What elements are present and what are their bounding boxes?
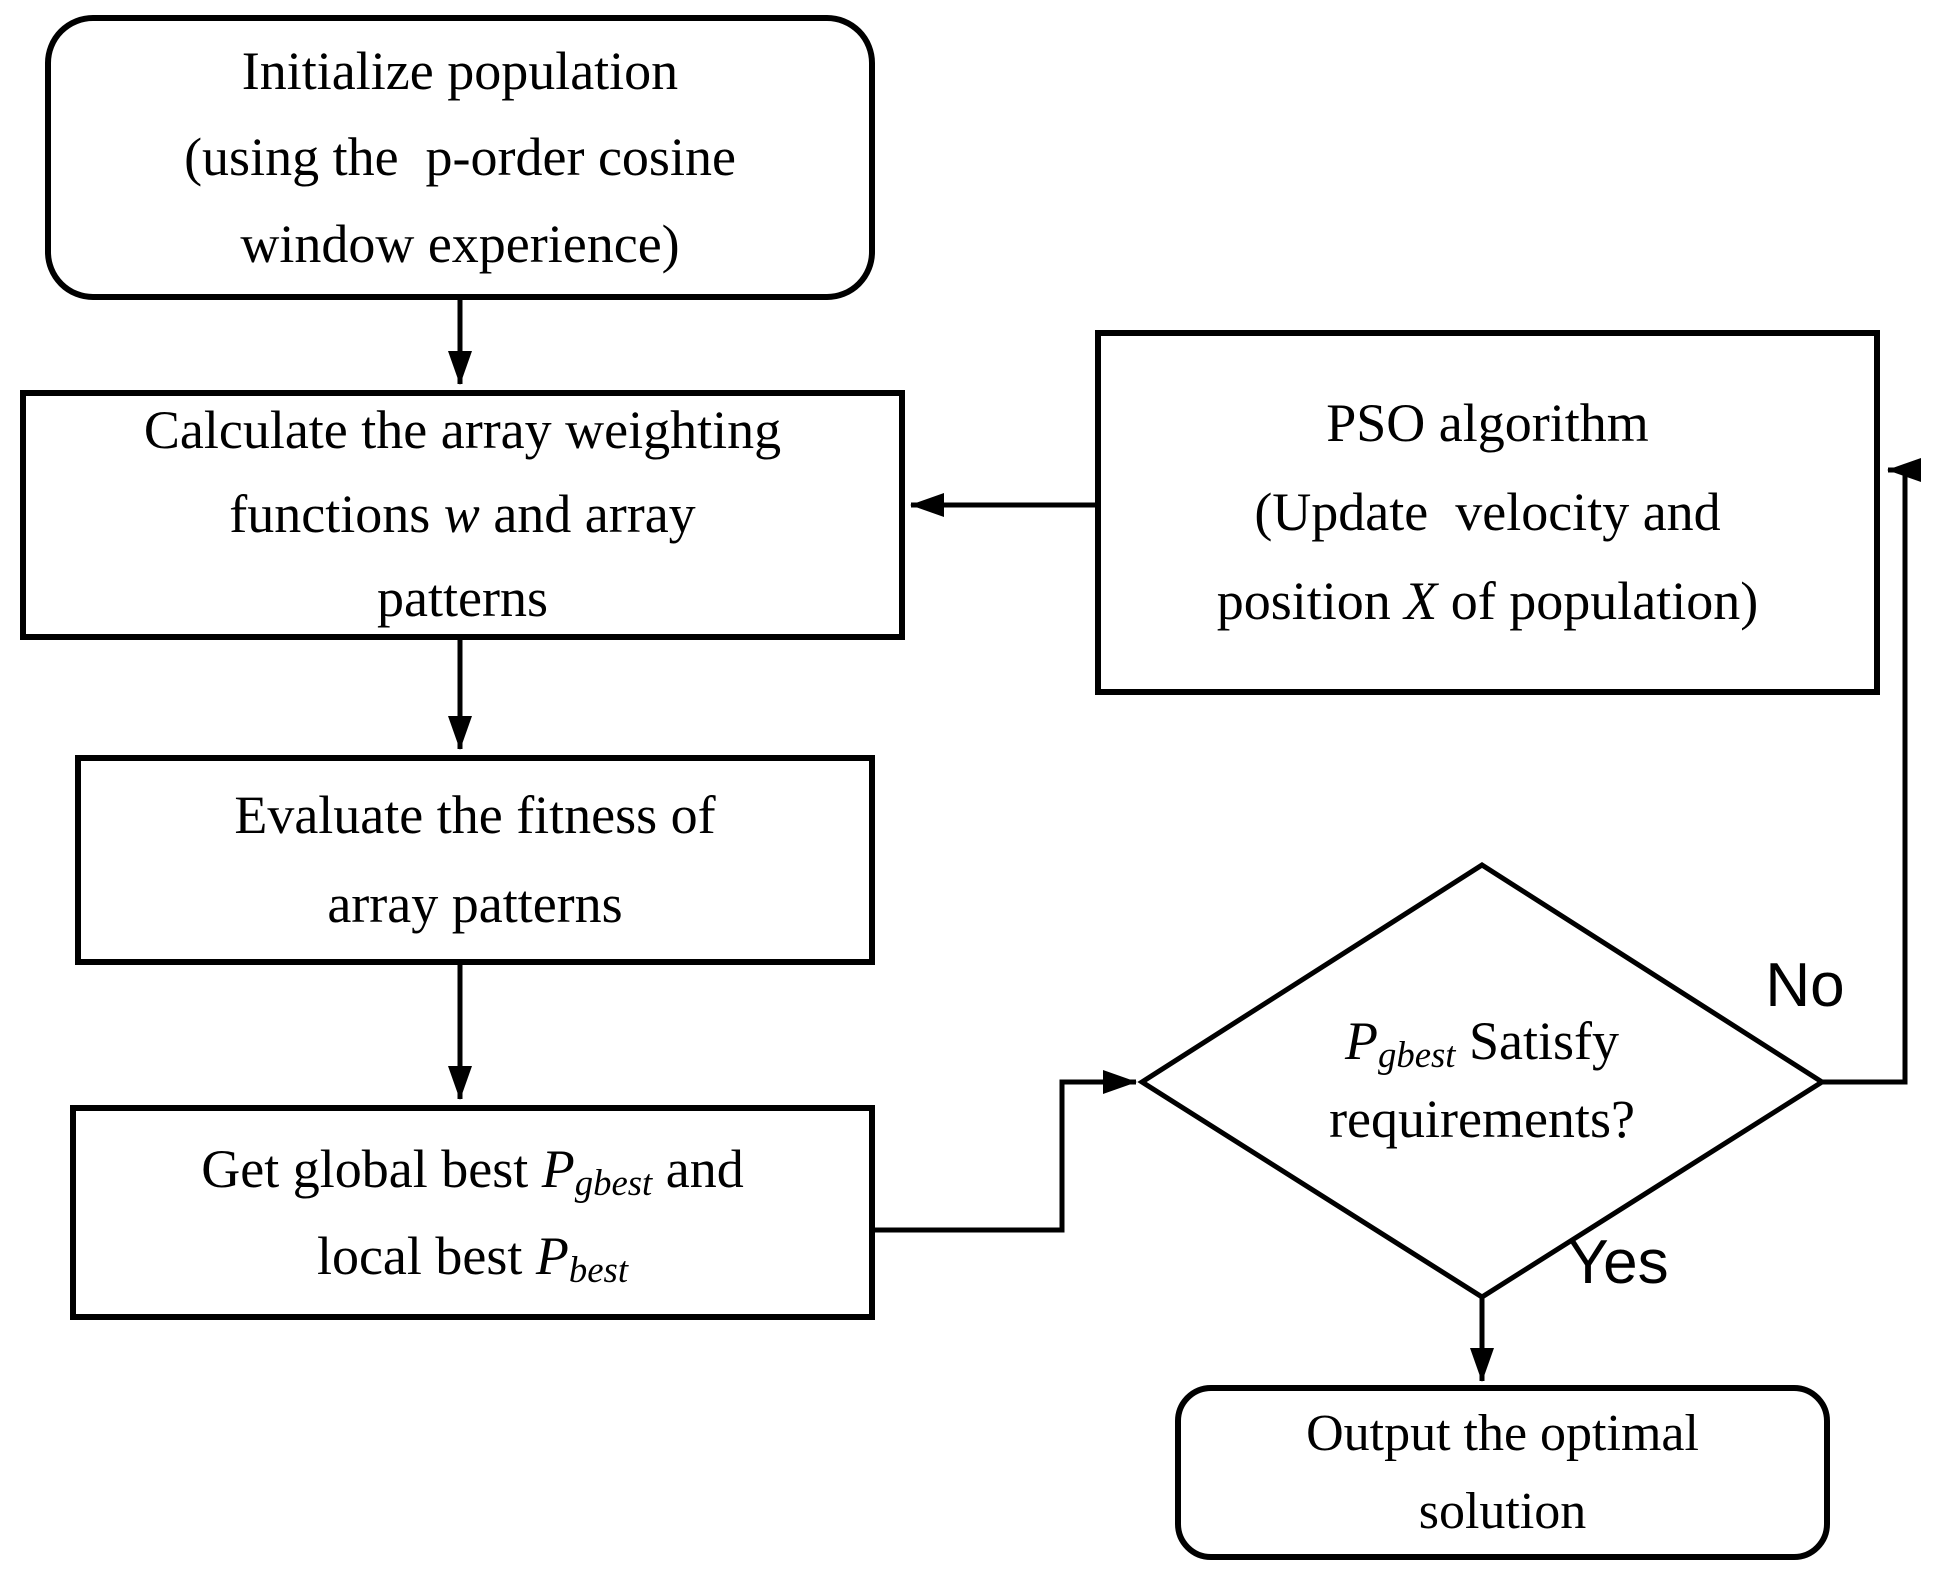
- text-fragment: position: [1216, 571, 1405, 632]
- math-var-p: P: [1344, 1010, 1378, 1071]
- node-line: Pgbest Satisfy: [1345, 1002, 1619, 1080]
- math-sub-gbest: gbest: [574, 1162, 653, 1204]
- text-fragment: local best: [316, 1225, 536, 1286]
- text-fragment: Satisfy: [1455, 1010, 1620, 1071]
- node-calculate-weighting: Calculate the array weighting functions …: [20, 390, 905, 640]
- math-sub-gbest: gbest: [1377, 1033, 1456, 1075]
- node-line: functions w and array: [229, 473, 695, 557]
- node-line: array patterns: [327, 874, 623, 934]
- arrow-get-to-decision: [875, 1070, 1137, 1233]
- text-fragment: Get global best: [201, 1139, 542, 1200]
- math-var-p: P: [541, 1139, 575, 1200]
- math-var-x: X: [1404, 571, 1438, 632]
- node-get-best: Get global best Pgbest and local best Pb…: [70, 1105, 875, 1320]
- node-line: Evaluate the fitness of: [234, 784, 716, 845]
- arrow-decision-no-to-pso: [1822, 458, 1921, 1085]
- node-line: Output the optimal: [1306, 1404, 1699, 1462]
- node-pso-algorithm: PSO algorithm (Update velocity and posit…: [1095, 330, 1880, 695]
- text-fragment: functions: [229, 484, 444, 545]
- node-line: (Update velocity and: [1254, 481, 1721, 542]
- node-line: Calculate the array weighting: [143, 400, 782, 461]
- text-fragment: and array: [479, 484, 696, 545]
- text-fragment: and: [652, 1139, 744, 1200]
- node-line: window experience): [240, 213, 680, 274]
- node-decision-satisfy: Pgbest Satisfy requirements?: [1192, 955, 1772, 1205]
- math-var-p: P: [535, 1225, 569, 1286]
- node-line: local best Pbest: [317, 1213, 628, 1299]
- node-line: (using the p-order cosine: [184, 127, 736, 188]
- node-line: solution: [1418, 1482, 1587, 1540]
- node-line: Initialize population: [241, 40, 679, 101]
- text-fragment: of population): [1437, 571, 1759, 632]
- node-evaluate-fitness: Evaluate the fitness of array patterns: [75, 755, 875, 965]
- node-output-solution: Output the optimal solution: [1175, 1385, 1830, 1560]
- node-line: PSO algorithm: [1326, 392, 1649, 453]
- edge-label-no: No: [1765, 951, 1845, 1020]
- node-line: position X of population): [1217, 557, 1758, 646]
- math-sub-best: best: [568, 1248, 629, 1290]
- node-line: requirements?: [1329, 1089, 1635, 1149]
- edge-label-yes: Yes: [1567, 1228, 1669, 1297]
- node-initialize-population: Initialize population (using the p-order…: [45, 15, 875, 300]
- node-line: Get global best Pgbest and: [201, 1126, 743, 1212]
- math-var-w: w: [443, 484, 480, 545]
- node-line: patterns: [377, 567, 548, 628]
- decision-diamond: [1137, 862, 1827, 1300]
